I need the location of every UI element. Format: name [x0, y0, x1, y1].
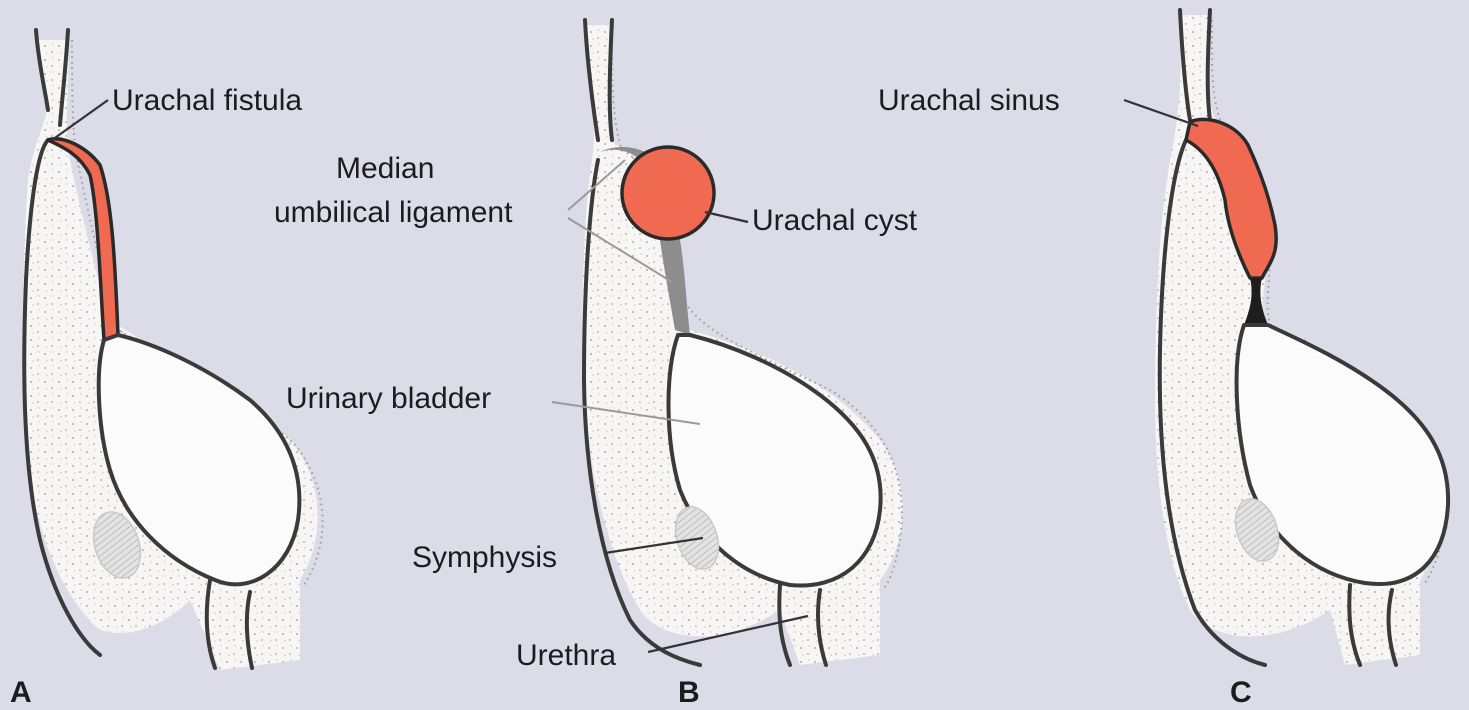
label-symphysis: Symphysis: [412, 541, 557, 574]
panel-c: [1155, 10, 1448, 665]
panel-letter-b: B: [678, 676, 700, 709]
panel-b-urachal-cyst: [622, 147, 714, 239]
label-urethra: Urethra: [516, 639, 616, 672]
panel-b: [583, 20, 903, 665]
panel-letter-c: C: [1230, 676, 1252, 709]
panel-b-tissue: [583, 25, 903, 665]
panel-letters: A B C: [10, 676, 1252, 709]
panel-a: [23, 30, 322, 670]
label-median: Median: [336, 152, 434, 185]
label-umbilical-ligament: umbilical ligament: [274, 196, 513, 229]
label-urachal-cyst: Urachal cyst: [752, 204, 918, 237]
label-urinary-bladder: Urinary bladder: [286, 382, 491, 415]
label-urachal-sinus: Urachal sinus: [878, 84, 1060, 117]
label-urachal-fistula: Urachal fistula: [112, 84, 302, 117]
panel-letter-a: A: [10, 676, 32, 709]
leader-urachal-cyst: [705, 212, 748, 222]
